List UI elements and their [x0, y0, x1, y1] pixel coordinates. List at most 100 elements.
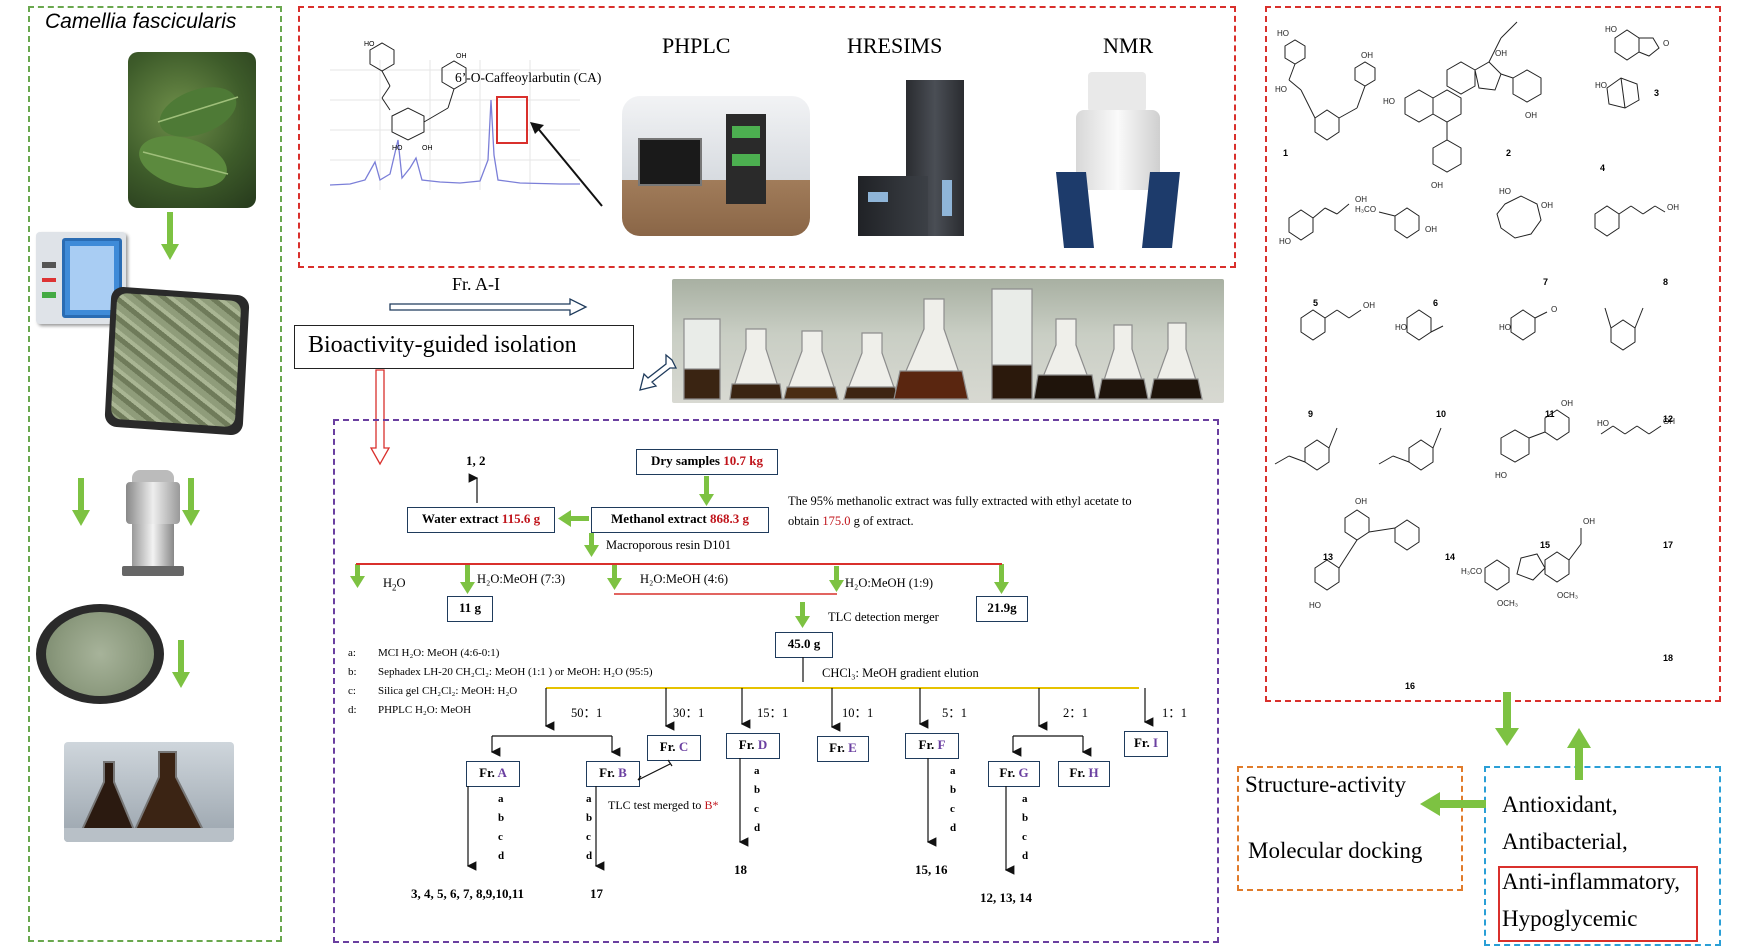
compound-12: 12	[1663, 414, 1674, 424]
compound-15: 15	[1540, 540, 1551, 550]
fraction-d-letter: D	[757, 737, 768, 752]
step-b-a: a	[586, 793, 592, 805]
compound-10: 10	[1436, 409, 1447, 419]
water-extract-box: Water extract 115.6 g	[407, 507, 555, 533]
compound-7: 7	[1543, 277, 1549, 287]
h2o-sub: 2	[392, 582, 397, 593]
svg-text:OH: OH	[1663, 417, 1675, 426]
fraction-d-box: Fr. D	[726, 733, 780, 759]
compound-14: 14	[1445, 552, 1456, 562]
eluent-4-6: H₂O:MeOH (4:6)	[640, 572, 729, 586]
ratio-15-1: 15：1	[757, 706, 789, 720]
outcomes-panel	[1237, 766, 1463, 891]
plant-name: Camellia fascicularis	[45, 10, 237, 33]
result-fraction-f: 15, 16	[915, 862, 948, 877]
method-legend: a:MCI H₂O: MeOH (4:6-0:1) b:Sephadex LH-…	[348, 644, 653, 720]
step-f-b: b	[950, 784, 957, 796]
fraction-c-letter: C	[678, 739, 689, 754]
step-a-a: a	[498, 793, 504, 805]
ratio-50-1: 50：1	[571, 706, 603, 720]
svg-text:HO: HO	[1277, 29, 1289, 38]
tlc-test-label: TLC test merged to B*	[608, 798, 718, 813]
hresims-label: HRESIMS	[847, 33, 943, 58]
compound-9: 9	[1308, 409, 1314, 419]
tlc-test-text: TLC test merged to	[608, 798, 705, 812]
extract-note-2a: obtain	[788, 514, 823, 528]
step-f-d: d	[950, 822, 957, 834]
fraction-i-prefix: Fr.	[1133, 735, 1153, 750]
svg-text:OCH₃: OCH₃	[1557, 591, 1578, 600]
legend-a: a: MCI H₂O: MeOH (4:6-0:1)	[348, 644, 653, 663]
step-g-d: d	[1022, 850, 1029, 862]
svg-text:HO: HO	[1275, 85, 1287, 94]
compounds-panel	[1265, 6, 1721, 702]
fraction-21-9g-box: 21.9g	[976, 596, 1028, 622]
svg-text:O: O	[1551, 305, 1557, 314]
step-g-a: a	[1022, 793, 1028, 805]
ratio-2-1: 2：1	[1063, 706, 1089, 720]
svg-text:OCH₃: OCH₃	[1497, 599, 1518, 608]
antioxidant-label: Antioxidant,	[1502, 792, 1618, 817]
drying-oven-icon	[36, 232, 126, 324]
flask-icon	[64, 751, 234, 842]
svg-text:HO: HO	[1309, 601, 1321, 610]
fraction-i-letter: I	[1152, 735, 1159, 750]
step-g-c: c	[1022, 831, 1027, 843]
methanol-extract-label: Methanol extract	[611, 511, 710, 526]
water-compounds: 1, 2	[466, 453, 486, 468]
dry-samples-box: Dry samples 10.7 kg	[636, 449, 778, 475]
tlc-test-target: B*	[704, 798, 719, 812]
pointer-arrow	[530, 122, 603, 207]
extract-note-1: The 95% methanolic extract was fully ext…	[788, 494, 1132, 508]
step-f-c: c	[950, 803, 955, 815]
svg-text:O: O	[1663, 39, 1669, 48]
legend-c-value: Silica gel CH₂Cl₂: MeOH: H₂O	[378, 685, 518, 697]
fraction-e-letter: E	[848, 740, 857, 755]
svg-text:HO: HO	[1499, 187, 1511, 196]
legend-a-value: MCI H₂O: MeOH (4:6-0:1)	[378, 647, 500, 659]
nmr-instrument	[1056, 72, 1180, 248]
grinder-icon	[118, 470, 188, 578]
svg-text:OH: OH	[1525, 111, 1537, 120]
result-fraction-b: 17	[590, 886, 603, 901]
eluent-1-9: H₂O:MeOH (1:9)	[845, 576, 934, 590]
svg-text:OH: OH	[1561, 399, 1573, 408]
compound-11: 11	[1545, 409, 1555, 419]
svg-text:HO: HO	[1605, 25, 1617, 34]
legend-d-value: PHPLC H₂O: MeOH	[378, 704, 472, 716]
svg-text:OH: OH	[1495, 49, 1507, 58]
svg-text:OH: OH	[1583, 517, 1595, 526]
compound-1: 1	[1283, 148, 1289, 158]
extract-note-2c: g of extract.	[850, 514, 914, 528]
svg-text:HO: HO	[364, 41, 375, 48]
fraction-b-letter: B	[618, 765, 627, 780]
fraction-a-box: Fr. A	[466, 761, 520, 787]
svg-text:HO: HO	[1495, 471, 1507, 480]
fr-ai-arrow	[389, 297, 588, 317]
ratio-10-1: 10：1	[842, 706, 874, 720]
step-f-a: a	[950, 765, 956, 777]
svg-text:H₃CO: H₃CO	[1461, 567, 1482, 576]
tlc-merge-label: TLC detection merger	[828, 610, 939, 624]
fraction-11g-label: 11 g	[458, 600, 482, 615]
extract-note-2: obtain 175.0 g of extract.	[788, 514, 914, 529]
legend-c-key: c:	[348, 685, 356, 697]
powder-plate	[36, 604, 164, 704]
fraction-c-prefix: Fr.	[659, 739, 679, 754]
fraction-g-box: Fr. G	[988, 761, 1040, 787]
eluent-7-3: H₂O:MeOH (7:3)	[477, 572, 566, 586]
svg-text:OH: OH	[1667, 203, 1679, 212]
result-fraction-a: 3, 4, 5, 6, 7, 8,9,10,11	[411, 886, 525, 901]
compound-3: 3	[1654, 88, 1660, 98]
phplc-label: PHPLC	[662, 33, 731, 58]
fraction-e-prefix: Fr.	[829, 740, 849, 755]
fractions-photo	[672, 279, 1224, 403]
nmr-label: NMR	[1103, 33, 1154, 58]
dried-leaves-tray	[100, 285, 250, 440]
legend-a-key: a:	[348, 647, 356, 659]
svg-text:HO: HO	[1383, 97, 1395, 106]
svg-text:OH: OH	[1355, 195, 1367, 204]
